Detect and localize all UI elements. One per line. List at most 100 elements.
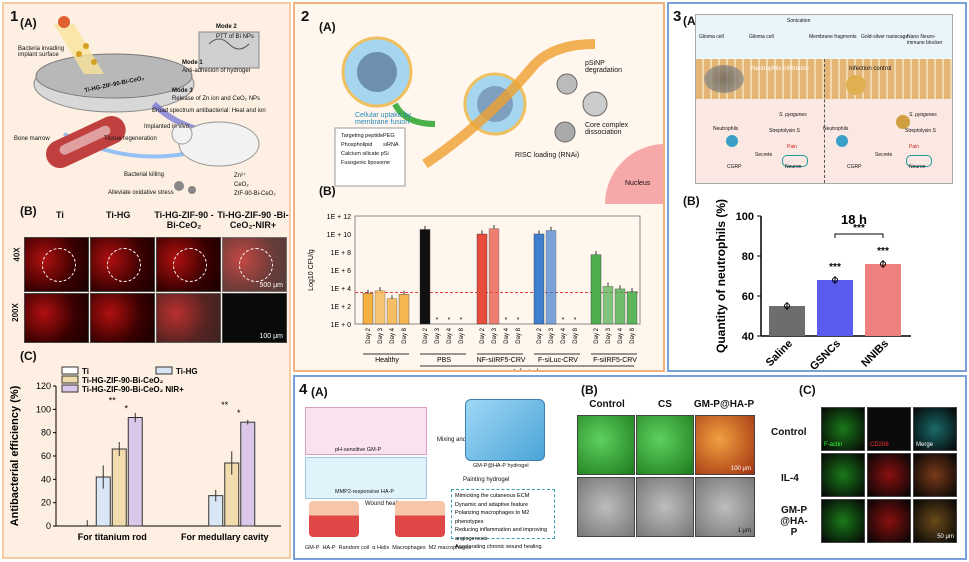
- anti-adhesion-label: Anti-adhesion of hydrogel: [182, 68, 251, 74]
- bacterial-killing-label: Bacterial killing: [124, 172, 165, 178]
- group-label: Healthy: [375, 357, 399, 364]
- psinp-label: pSiNP degradation: [585, 60, 622, 74]
- b-sem-cs: [636, 477, 694, 537]
- c-control-cd206: CD206: [867, 407, 911, 451]
- mode-1-label: Mode 1: [182, 60, 203, 66]
- panel-1: 1 (A) Mode 2 PTT of Bi NPs Mode 1 Anti-a…: [2, 2, 291, 559]
- legend-label: Ti-HG-ZIF-90-Bi-CeO₂: [82, 376, 164, 385]
- col-title-ti-hg: Ti-HG: [106, 210, 131, 220]
- x-category-label: For medullary cavity: [181, 532, 269, 542]
- panel-4a-label: (A): [311, 385, 328, 399]
- s-pyogenes-label-right: S. pyogenes: [909, 112, 937, 118]
- x-tick-label: Day 3: [492, 327, 498, 343]
- y-axis-title: Quantity of neutrophils (%): [714, 199, 728, 353]
- cgrp-label-right: CGRP: [847, 164, 862, 170]
- data-point: [784, 303, 790, 309]
- b-col-gmp-hap: GM-P@HA-P: [693, 399, 755, 410]
- y-tick-label: 0: [46, 521, 51, 531]
- x-tick-label: Day 3: [378, 327, 384, 343]
- bar-F-siIRF5-CRV-3: [626, 291, 638, 325]
- bacteria-label: Bacteria invading implant surface: [18, 46, 65, 58]
- x-tick-label: Day 4: [561, 327, 567, 343]
- wound-before: [309, 501, 359, 537]
- y-tick-label: 60: [742, 291, 754, 303]
- x-category-label: Saline: [764, 338, 795, 369]
- bar-Healthy-1: [374, 290, 386, 325]
- hydrogel-label: GM-P@HA-P hydrogel: [473, 463, 529, 469]
- legend-swatch: [155, 366, 173, 375]
- y-axis-title: Log10 CFU/g: [308, 249, 315, 291]
- y-tick-label: 40: [41, 474, 51, 484]
- b-fluor-gmp-hap: 100 μm: [695, 415, 755, 475]
- c-gmp-factin: [821, 499, 865, 543]
- mode-3-label: Mode 3: [172, 88, 193, 94]
- sonication-label: Sonication: [787, 18, 811, 24]
- legend-label: Ti-HG-ZIF-90-Bi-CeO₂ NIR+: [82, 385, 184, 394]
- panel-1a-label: (A): [20, 16, 37, 30]
- data-point: [832, 277, 838, 283]
- b-fluor-control: [577, 415, 635, 475]
- c-control-factin: F-actin: [821, 407, 865, 451]
- panel-3-number: 3: [673, 8, 682, 25]
- significance: *: [124, 404, 128, 414]
- painting-label: Painting hydrogel: [463, 477, 510, 483]
- wound-after: [395, 501, 445, 537]
- gm-p-label: pH-sensitive GM-P: [335, 447, 382, 453]
- significance: **: [221, 400, 229, 410]
- mode-2-label: Mode 2: [216, 24, 237, 30]
- below-detection: *: [460, 317, 463, 324]
- micrograph-200x-ti-hg: [90, 293, 155, 343]
- uptake-label: Cellular uptake by membrane fusion: [355, 112, 412, 126]
- bar-Healthy-3: [398, 294, 410, 325]
- y-tick-label: 60: [41, 451, 51, 461]
- y-tick-label: 80: [41, 428, 51, 438]
- risc-label: RISC loading (RNAi): [515, 152, 580, 159]
- membrane-fragments-label: Membrane fragments: [809, 34, 857, 40]
- bar-Saline: [769, 306, 805, 336]
- y-tick-label: 1E + 12: [327, 214, 351, 221]
- pain-label-right: Pain: [909, 144, 920, 150]
- panel-2a-schematic: [334, 36, 663, 204]
- col-title-ti: Ti: [56, 210, 64, 220]
- micrograph-200x-zif: [156, 293, 221, 343]
- ha-p-structure: [305, 457, 427, 499]
- broad-spectrum-label: Broad spectrum antibacterial: Heat and i…: [152, 108, 266, 114]
- y-tick-label: 80: [742, 251, 754, 263]
- ptt-label: PTT of Bi NPs: [216, 34, 254, 40]
- significance: ***: [829, 262, 841, 273]
- c-il4-cd206: [867, 453, 911, 497]
- x-tick-label: Day 3: [606, 327, 612, 343]
- y-axis-title: Antibacterial efficiency (%): [9, 385, 21, 526]
- y-tick-label: 1E + 6: [331, 268, 352, 275]
- panel-1a-schematic: [33, 16, 260, 194]
- bar-F-siIRF5-CRV-2: [614, 288, 626, 325]
- nano-blocker-label: Nano Neuro-immune blocker: [907, 34, 943, 46]
- c-row-gmp-hap: GM-P @HA-P: [780, 505, 808, 538]
- group-label: PBS: [437, 357, 451, 364]
- neuron-label-right: Neuron: [909, 164, 926, 170]
- tissue-regeneration-label: Tissue regeneration: [104, 136, 157, 142]
- release-label: Release of Zn ion and CeO₂ NPs: [172, 96, 261, 102]
- y-tick-label: 1E + 10: [327, 232, 351, 239]
- y-tick-label: 100: [736, 211, 754, 223]
- c-row-control: Control: [771, 427, 807, 438]
- cgrp-label-left: CGRP: [727, 164, 742, 170]
- row-label-40x: 40X: [12, 247, 22, 262]
- micrograph-40x-zif-nir: 500 μm: [222, 237, 287, 292]
- s-pyogenes-label-left: S. pyogenes: [779, 112, 807, 118]
- c-il4-merge: [913, 453, 957, 497]
- oxidative-stress-label: Alleviate oxidative stress: [108, 190, 174, 196]
- panel-1-number: 1: [10, 8, 19, 25]
- row-label-200x: 200X: [10, 303, 20, 322]
- b-col-cs: CS: [658, 399, 672, 410]
- micrograph-200x-ti: [24, 293, 89, 343]
- neutrophils-infiltration-label: Neutrophils infiltration: [751, 66, 809, 72]
- streptolysin-label-left: Streptolysin S: [769, 128, 800, 134]
- micrograph-40x-zif: [156, 237, 221, 292]
- x-tick-label: Day 8: [516, 327, 522, 343]
